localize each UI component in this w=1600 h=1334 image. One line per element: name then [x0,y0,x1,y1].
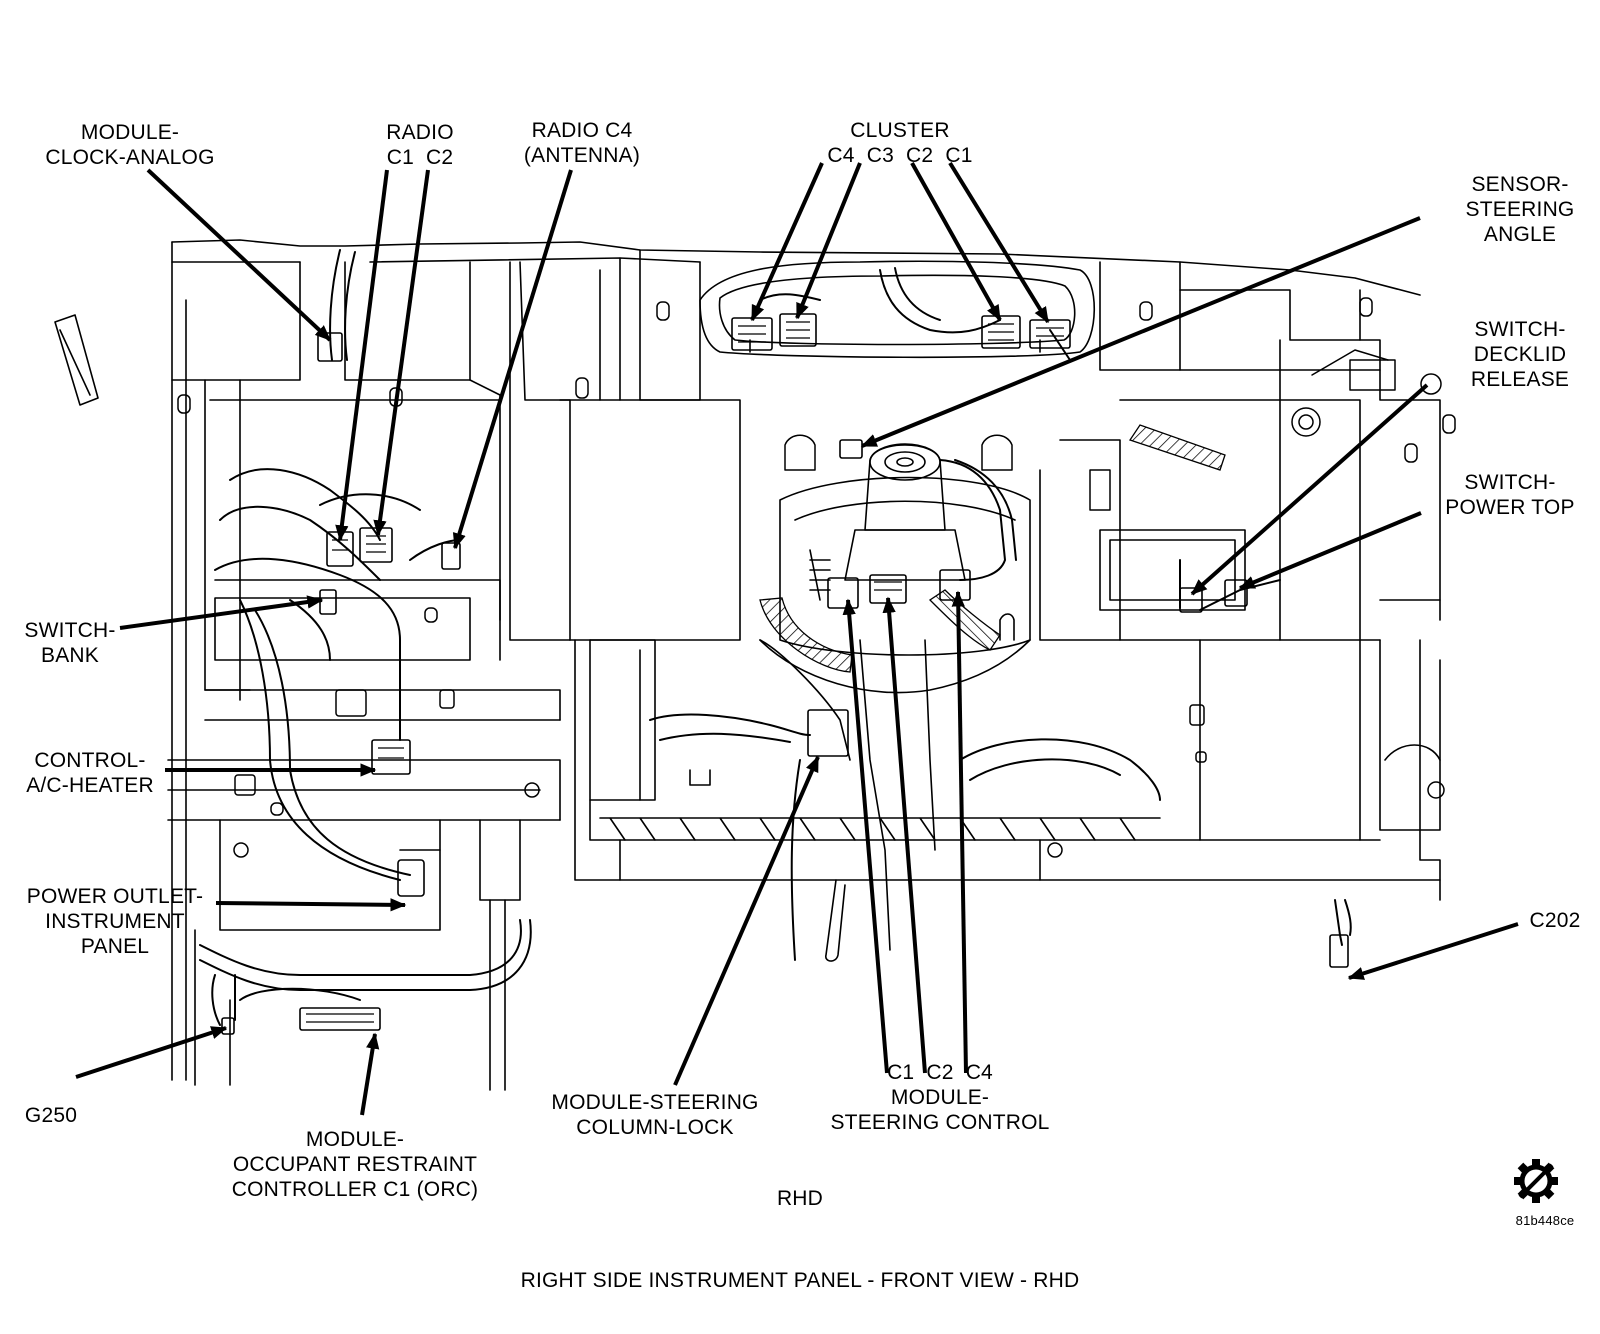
label-switch-power-top: SWITCH- POWER TOP [1445,471,1575,519]
cluster-c2-connector [981,315,1021,349]
sensor-steering-angle-connector [839,439,863,459]
arrow-steering-c4 [951,590,968,1074]
switch-bank-connector [319,589,337,615]
arrow-decklid [1190,383,1429,596]
arrow-orc [360,1032,380,1116]
label-switch-decklid-release: SWITCH- DECKLID RELEASE [1470,318,1570,391]
leader-arrows [75,161,1519,1116]
arrow-steering-c2 [882,596,927,1074]
c202-connector [1329,934,1349,968]
label-module-steering-control: C1 C2 C4 MODULE- STEERING CONTROL [830,1061,1050,1134]
bolt-holes [177,297,1456,858]
arrow-cluster-c1 [948,161,1050,324]
gear-logo [1514,1159,1558,1203]
arrow-cluster-c2 [910,162,1002,322]
arrow-cluster-c3 [795,162,862,320]
arrow-radio-c2 [373,169,430,537]
label-g250: G250 [24,1104,78,1127]
connectors [221,313,1349,1035]
arrow-power-top [1238,511,1422,590]
arrow-power-outlet [215,898,407,912]
arrow-radio-c4 [452,169,573,550]
power-outlet-connector [397,859,425,897]
view-tag: RHD [776,1187,824,1210]
connector-pins [306,321,1064,1023]
figure-code: 81b448ce [1515,1213,1575,1228]
figure-caption: RIGHT SIDE INSTRUMENT PANEL - FRONT VIEW… [520,1269,1080,1292]
ac-heater-connector [371,739,411,775]
power-top-connector [1224,579,1248,607]
arrow-switch-bank [119,595,324,630]
steering-control-c1-connector [827,577,859,609]
label-module-steering-column-lock: MODULE-STEERING COLUMN-LOCK [551,1091,759,1139]
orc-connector [299,1007,381,1031]
label-sensor-steering-angle: SENSOR- STEERING ANGLE [1465,173,1575,246]
decklid-connector [1179,587,1203,613]
label-switch-bank: SWITCH- BANK [24,619,116,667]
braided-sleeve [759,424,1226,673]
label-module-clock-analog: MODULE- CLOCK-ANALOG [45,121,215,169]
cluster-c1-connector [1029,319,1071,349]
g250-terminal [221,1017,235,1035]
column-lock-connector [807,709,849,757]
label-control-ac-heater: CONTROL- A/C-HEATER [26,749,154,797]
label-radio-c4-antenna: RADIO C4 (ANTENNA) [523,119,641,167]
arrow-c202 [1347,922,1519,980]
arrow-clock [146,168,332,342]
label-radio-c1-c2: RADIO C1 C2 [386,121,454,169]
label-power-outlet-instrument-panel: POWER OUTLET- INSTRUMENT PANEL [26,885,204,958]
label-cluster: CLUSTER C4 C3 C2 C1 [827,119,973,167]
radio-c4-connector [441,542,461,570]
panel-outline [54,239,1441,1091]
arrow-steering-c1 [842,598,889,1074]
arrow-column-lock [673,755,820,1086]
arrow-radio-c1 [335,169,389,542]
wire-harness [199,249,1352,1026]
arrow-cluster-c4 [750,162,824,322]
label-c202: C202 [1529,909,1581,932]
arrow-g250 [75,1026,228,1079]
label-module-orc: MODULE- OCCUPANT RESTRAINT CONTROLLER C1… [231,1128,479,1201]
arrow-sensor [860,216,1421,448]
